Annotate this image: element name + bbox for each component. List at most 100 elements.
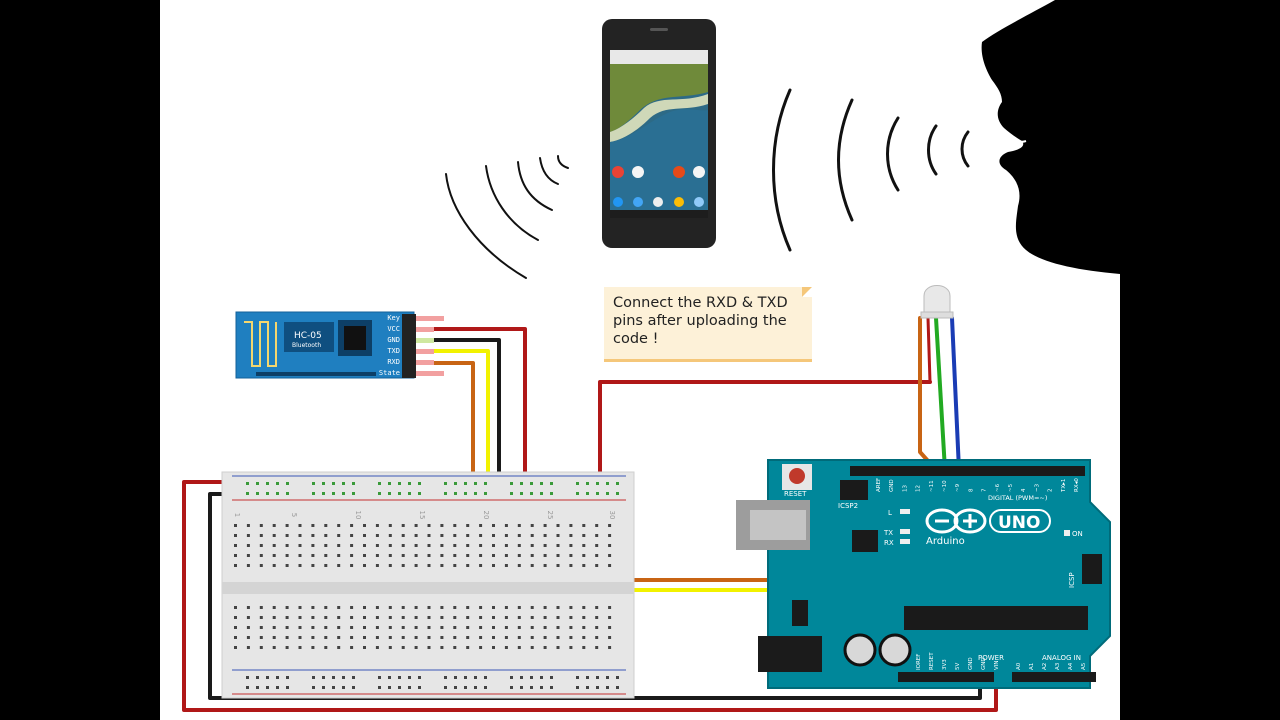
breadboard-hole <box>543 636 547 639</box>
breadboard-hole <box>504 554 508 557</box>
breadboard-hole <box>582 616 586 619</box>
breadboard-hole <box>596 676 599 679</box>
breadboard-hole <box>576 686 579 689</box>
breadboard-hole <box>408 482 411 485</box>
breadboard-hole <box>259 524 263 527</box>
breadboard-hole <box>350 616 354 619</box>
breadboard-hole <box>440 616 444 619</box>
breadboard-hole <box>606 492 609 495</box>
breadboard-hole <box>337 534 341 537</box>
breadboard-hole <box>453 646 457 649</box>
breadboard-hole <box>298 616 302 619</box>
note-line-3: code ! <box>613 331 659 347</box>
breadboard-hole <box>324 564 328 567</box>
breadboard-hole <box>556 636 560 639</box>
voice-waves <box>772 88 970 252</box>
breadboard-hole <box>543 544 547 547</box>
breadboard-hole <box>414 554 418 557</box>
breadboard-hole <box>388 686 391 689</box>
breadboard-hole <box>398 482 401 485</box>
power-pin-label: RESET <box>929 652 935 670</box>
breadboard-hole <box>311 636 315 639</box>
digital-pin-label: ~3 <box>1034 483 1040 492</box>
breadboard-hole <box>337 554 341 557</box>
breadboard-hole <box>285 636 289 639</box>
breadboard-hole <box>234 554 237 557</box>
breadboard-hole <box>464 492 467 495</box>
power-pin-label: VIN <box>994 661 1000 671</box>
breadboard-hole <box>466 626 470 629</box>
breadboard-hole <box>453 626 457 629</box>
breadboard-hole <box>616 482 619 485</box>
breadboard-hole <box>285 554 289 557</box>
breadboard-hole <box>427 646 431 649</box>
breadboard-hole <box>401 646 405 649</box>
breadboard-hole <box>234 616 237 619</box>
breadboard-hole <box>312 676 315 679</box>
breadboard-hole <box>246 606 250 609</box>
breadboard-hole <box>298 554 302 557</box>
breadboard-hole <box>479 534 483 537</box>
breadboard-hole <box>298 534 302 537</box>
breadboard-hole <box>352 492 355 495</box>
breadboard-hole <box>520 492 523 495</box>
breadboard-hole <box>427 606 431 609</box>
analog-pin-label: A0 <box>1016 662 1022 670</box>
breadboard-hole <box>246 554 250 557</box>
breadboard-hole <box>484 482 487 485</box>
breadboard-hole <box>337 616 341 619</box>
breadboard-hole <box>510 492 513 495</box>
breadboard-hole <box>246 492 249 495</box>
breadboard-hole <box>401 636 405 639</box>
breadboard-hole <box>408 492 411 495</box>
breadboard-hole <box>608 636 612 639</box>
breadboard-hole <box>272 524 276 527</box>
breadboard-hole <box>285 626 289 629</box>
breadboard-hole <box>479 524 483 527</box>
breadboard-hole <box>427 534 431 537</box>
breadboard-hole <box>569 606 573 609</box>
breadboard-hole <box>388 606 392 609</box>
digital-pin-label: 8 <box>968 488 974 492</box>
breadboard-hole <box>388 676 391 679</box>
bb-col-1: 1 <box>233 513 241 517</box>
breadboard-hole <box>322 676 325 679</box>
hc05-pin-state: State <box>379 369 400 377</box>
breadboard-hole <box>363 646 366 649</box>
breadboard-hole <box>453 564 457 567</box>
breadboard-hole <box>454 492 457 495</box>
breadboard-hole <box>234 636 237 639</box>
breadboard-hole <box>246 676 249 679</box>
breadboard-hole <box>484 686 487 689</box>
breadboard-hole <box>388 564 392 567</box>
breadboard-hole <box>616 686 619 689</box>
breadboard-hole <box>582 606 586 609</box>
breadboard-hole <box>414 564 418 567</box>
breadboard-hole <box>582 524 586 527</box>
breadboard-hole <box>272 606 276 609</box>
breadboard-hole <box>332 492 335 495</box>
breadboard-hole <box>312 686 315 689</box>
breadboard-hole <box>517 544 521 547</box>
breadboard-hole <box>464 676 467 679</box>
breadboard-hole <box>256 482 259 485</box>
breadboard-hole <box>350 554 354 557</box>
breadboard-hole <box>272 564 276 567</box>
breadboard-holes <box>234 482 619 689</box>
breadboard-hole <box>530 636 534 639</box>
breadboard-hole <box>595 646 599 649</box>
breadboard-hole <box>414 636 418 639</box>
hc05-module: HC-05 Bluetooth Key VCC GND TXD RXD Stat… <box>235 311 444 379</box>
breadboard-hole <box>311 646 315 649</box>
digital-pin-label: ~11 <box>929 480 935 492</box>
breadboard-hole <box>517 636 521 639</box>
breadboard-hole <box>298 626 302 629</box>
breadboard-hole <box>259 606 263 609</box>
breadboard-hole <box>504 616 508 619</box>
breadboard-hole <box>530 564 534 567</box>
breadboard-hole <box>454 676 457 679</box>
digital-pin-label: 7 <box>982 488 988 492</box>
breadboard-hole <box>266 676 269 679</box>
breadboard-hole <box>324 636 328 639</box>
breadboard-hole <box>517 524 521 527</box>
